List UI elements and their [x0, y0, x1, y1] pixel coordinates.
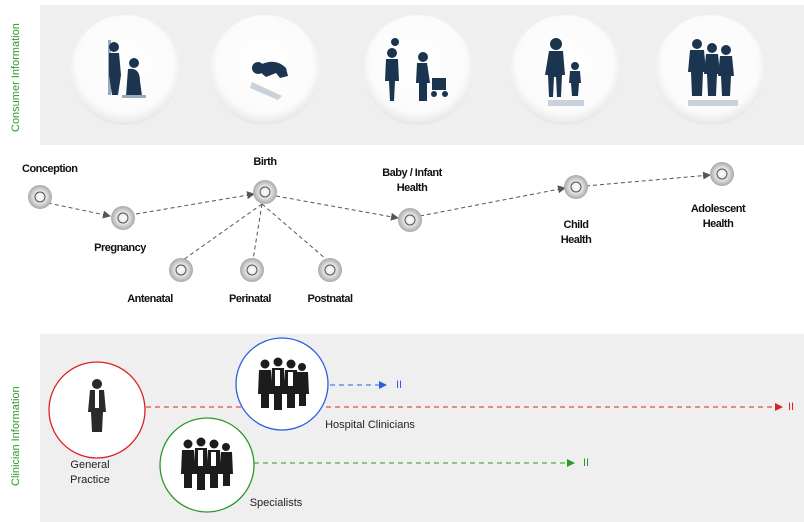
label-general-practice: General Practice	[70, 459, 110, 486]
label-child-health: Child Health	[560, 219, 592, 246]
label-postnatal: Postnatal	[307, 293, 353, 305]
doctor-icon	[88, 379, 106, 432]
node-perinatal	[240, 258, 264, 282]
label-adolescent-health: Adolescent Health	[690, 203, 746, 230]
consumer-image-pregnancy	[70, 15, 180, 125]
parents-with-baby-and-pram-icon	[385, 38, 448, 101]
consumer-image-parents	[363, 15, 473, 125]
node-baby-infant	[398, 208, 422, 232]
label-baby-infant-health: Baby / Infant Health	[382, 167, 442, 194]
node-pregnancy	[111, 206, 135, 230]
consumer-image-baby	[210, 15, 320, 125]
crawling-baby-icon	[250, 61, 288, 100]
end-marker-hospital: II	[395, 379, 403, 391]
node-postnatal	[318, 258, 342, 282]
label-conception: Conception	[22, 163, 78, 175]
clinician-group-icon	[258, 357, 309, 410]
node-antenatal	[169, 258, 193, 282]
label-hospital-clinicians: Hospital Clinicians	[325, 419, 415, 431]
end-marker-specialists: II	[582, 457, 590, 469]
family-group-icon	[688, 39, 738, 106]
label-specialists: Specialists	[249, 497, 303, 509]
pregnant-woman-figures-icon	[108, 40, 146, 98]
specialist-group-icon	[181, 437, 233, 490]
label-pregnancy: Pregnancy	[94, 242, 146, 254]
general-practice-circle	[48, 361, 146, 459]
node-conception	[28, 185, 52, 209]
node-birth	[253, 180, 277, 204]
label-antenatal: Antenatal	[127, 293, 173, 305]
consumer-image-child	[510, 15, 620, 125]
adult-and-child-walking-icon	[545, 38, 584, 106]
node-child	[564, 175, 588, 199]
consumer-image-family	[655, 15, 765, 125]
specialists-circle	[159, 417, 255, 513]
hospital-clinicians-circle	[235, 337, 329, 431]
end-marker-general-practice: II	[787, 401, 795, 413]
timeline-nodes	[28, 162, 734, 282]
node-adolescent	[710, 162, 734, 186]
label-birth: Birth	[253, 156, 277, 168]
timeline-connectors	[47, 171, 711, 261]
label-perinatal: Perinatal	[229, 293, 271, 305]
